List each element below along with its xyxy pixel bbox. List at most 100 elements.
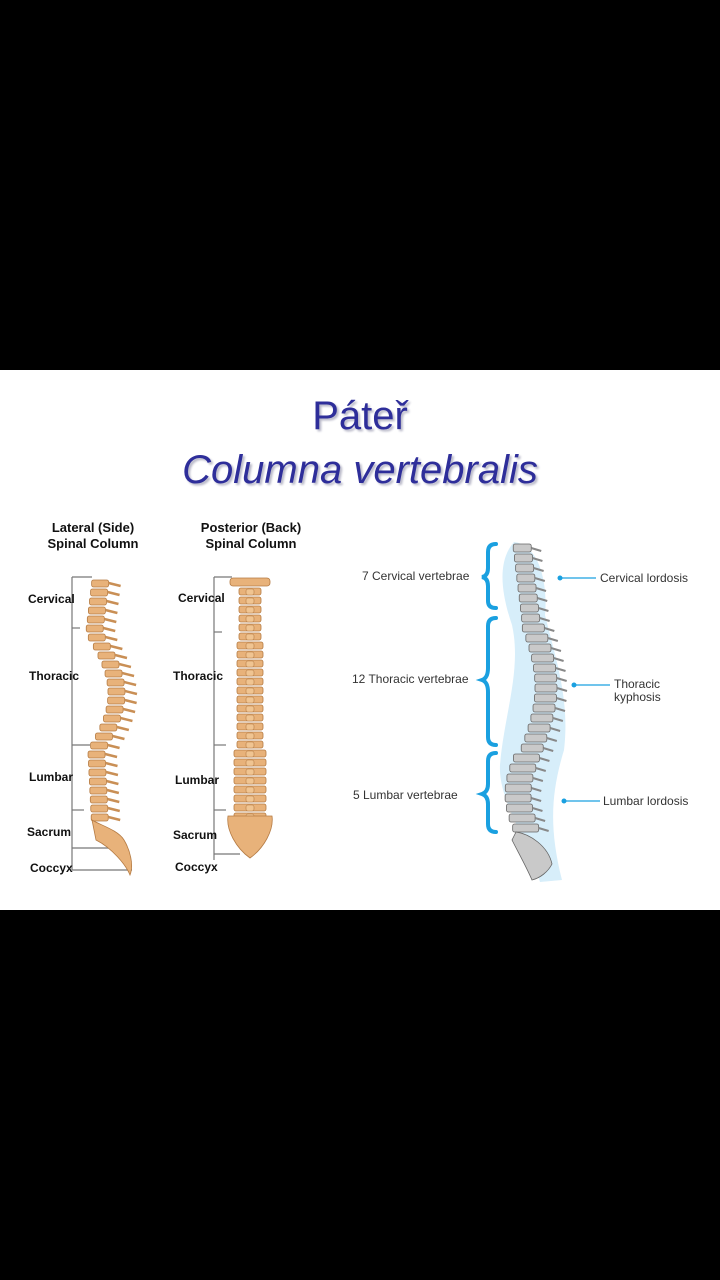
lateral-spinous-process xyxy=(121,671,135,678)
gray-spinous-process xyxy=(539,757,550,762)
posterior-header-line1: Posterior (Back) xyxy=(200,520,302,535)
lateral-vertebra xyxy=(107,696,126,705)
lateral-header-line2: Spinal Column xyxy=(47,536,139,551)
lateral-vertebra xyxy=(90,813,109,822)
gray-spinous-process xyxy=(530,547,542,552)
lumbar-brace xyxy=(475,751,498,834)
posterior-label-coccyx: Coccyx xyxy=(175,860,218,874)
lateral-vertebra xyxy=(91,579,110,588)
lateral-spinous-process xyxy=(118,662,132,669)
lateral-spinous-process xyxy=(104,617,117,624)
gray-vertebra xyxy=(504,793,532,803)
lateral-spinous-process xyxy=(106,788,120,795)
lateral-vertebra xyxy=(95,732,113,741)
lateral-spinous-process xyxy=(110,644,123,651)
gray-vertebra xyxy=(534,693,557,703)
gray-vertebra xyxy=(532,703,556,713)
posterior-spinous-process xyxy=(245,651,255,659)
spine-illustrations xyxy=(71,542,610,882)
gray-vertebra xyxy=(518,593,538,603)
posterior-spinous-process xyxy=(245,633,255,641)
posterior-spinous-process xyxy=(245,642,255,650)
lateral-vertebra xyxy=(89,786,108,795)
lateral-header-line1: Lateral (Side) xyxy=(51,520,135,535)
gray-spinous-process xyxy=(535,767,547,772)
gray-vertebra xyxy=(506,773,534,783)
lateral-vertebra xyxy=(87,750,106,759)
posterior-spine-illustration xyxy=(227,577,273,859)
posterior-label-thoracic: Thoracic xyxy=(173,669,224,683)
gray-vertebra xyxy=(504,783,532,793)
gray-spinous-process xyxy=(534,577,546,582)
posterior-spinous-process xyxy=(245,750,255,758)
label-thoracic-kyphosis: Thoracic kyphosis xyxy=(614,678,661,704)
pointer-dots xyxy=(557,575,577,804)
posterior-spinous-process xyxy=(245,597,255,605)
lateral-vertebra xyxy=(89,777,107,786)
lateral-vertebra xyxy=(89,795,108,804)
gray-spinous-process xyxy=(544,627,555,632)
lateral-spinous-process xyxy=(124,689,138,696)
lateral-spinous-process xyxy=(105,770,119,777)
lateral-spinous-process xyxy=(112,734,125,741)
gray-spinous-process xyxy=(556,677,567,682)
lateral-spinous-process xyxy=(120,716,133,723)
lateral-spinous-process xyxy=(105,761,118,768)
posterior-spinous-process xyxy=(245,804,255,812)
posterior-spinous-process xyxy=(245,705,255,713)
gray-vertebra xyxy=(527,723,551,733)
gray-vertebra xyxy=(517,583,537,593)
lateral-spinous-process xyxy=(107,590,120,597)
slide: Páteř Columna vertebralis Lateral (Side)… xyxy=(0,370,720,910)
lateral-vertebra xyxy=(99,723,118,732)
posterior-spinous-process xyxy=(245,678,255,686)
posterior-sacrum xyxy=(227,815,273,859)
gray-spinous-process xyxy=(556,697,567,702)
lateral-spinous-process xyxy=(108,581,121,588)
lateral-spinous-process xyxy=(124,698,137,705)
gray-vertebra xyxy=(530,713,554,723)
slide-title: Páteř xyxy=(312,394,408,438)
gray-vertebra xyxy=(520,603,539,613)
posterior-spinous-process xyxy=(245,795,255,803)
lateral-vertebra xyxy=(86,615,105,624)
gray-spinous-process xyxy=(552,717,564,722)
gray-sacrum xyxy=(511,831,553,881)
gray-spinous-process xyxy=(533,567,544,572)
posterior-spinous-process xyxy=(245,624,255,632)
lateral-spinous-process xyxy=(102,626,116,633)
gray-vertebra xyxy=(512,543,532,553)
lateral-label-thoracic: Thoracic xyxy=(29,669,80,683)
lateral-spinous-process xyxy=(106,779,119,786)
lateral-vertebra xyxy=(88,759,106,768)
gray-vertebra xyxy=(508,813,536,823)
lateral-spinous-process xyxy=(114,653,128,660)
lateral-vertebra xyxy=(90,588,108,597)
posterior-spinous-process xyxy=(245,759,255,767)
vertebrae-braces xyxy=(475,542,498,834)
lateral-vertebra xyxy=(88,606,106,615)
gray-spinous-process xyxy=(532,557,543,562)
gray-spinous-process xyxy=(547,637,559,642)
posterior-region-brackets xyxy=(213,576,240,860)
lateral-vertebra xyxy=(105,705,124,714)
lateral-spinous-process xyxy=(122,707,136,714)
lateral-header: Lateral (Side) Spinal Column xyxy=(38,520,148,552)
lateral-vertebra xyxy=(90,804,109,813)
lateral-spinous-process xyxy=(106,599,119,606)
gray-vertebra xyxy=(512,823,540,833)
gray-spinous-process xyxy=(536,597,548,602)
lateral-spinous-process xyxy=(106,797,120,804)
lateral-vertebra xyxy=(88,768,107,777)
gray-spinous-process xyxy=(538,827,549,832)
posterior-header: Posterior (Back) Spinal Column xyxy=(186,520,316,552)
gray-vertebra xyxy=(515,563,535,573)
posterior-spinous-process xyxy=(245,732,255,740)
gray-vertebra xyxy=(533,663,556,673)
cervical-brace xyxy=(481,542,498,610)
gray-spinous-process xyxy=(546,737,558,742)
lateral-spinous-process xyxy=(107,815,121,822)
thoracic-kyphosis-line2: kyphosis xyxy=(614,690,661,704)
lateral-vertebra xyxy=(90,741,108,750)
gray-spinous-process xyxy=(539,617,550,622)
